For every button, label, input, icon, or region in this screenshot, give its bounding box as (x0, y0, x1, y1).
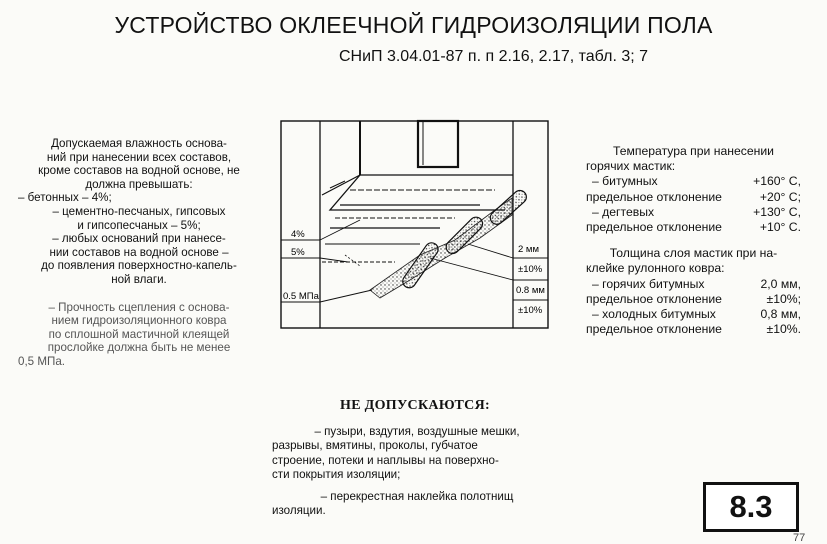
tolerance-label: ±10% (518, 264, 543, 275)
prohibited-line: строение, потеки и наплывы на поверхно- (272, 453, 499, 467)
moisture-item: – бетонных – 4%; (18, 191, 112, 205)
prohibited-list: – пузыри, вздутия, воздушные мешки, разр… (272, 425, 562, 518)
strength-label: 0.5 МПа (283, 291, 320, 302)
cold-dev-row: предельное отклонение ±10%. (586, 322, 801, 337)
strength-line: 0,5 МПа. (18, 354, 65, 368)
thickness-heading-line: Толщина слоя мастик при на- (609, 246, 778, 261)
moisture-item: – любых оснований при нанесе- (52, 232, 226, 246)
bitumen-dev-row: предельное отклонение +20° С; (586, 189, 801, 204)
moisture-5-label: 5% (291, 247, 305, 258)
temp-heading-line: Температура при нанесении (612, 144, 774, 158)
leader-lines (319, 219, 514, 303)
waterproofing-layers (322, 174, 505, 267)
prohibited-heading: НЕ ДОПУСКАЮТСЯ: (340, 398, 490, 413)
prohibited-line: сти покрытия изоляции; (272, 468, 401, 482)
moisture-line: кроме составов на водной основе, не (38, 164, 240, 178)
moisture-item: ной влаги. (111, 272, 167, 286)
hot-bitumen-row: – горячих битумных 2,0 мм, (592, 276, 801, 291)
page-title: УСТРОЙСТВО ОКЛЕЕЧНОЙ ГИДРОИЗОЛЯЦИИ ПОЛА (114, 12, 713, 38)
prohibited-line: разрывы, вмятины, проколы, губчатое (272, 439, 478, 453)
temperature-and-thickness: Температура при нанесении горячих мастик… (586, 144, 801, 337)
moisture-item: до появления поверхностно-капель- (41, 259, 237, 273)
moisture-line: Допускаемая влажность основа- (51, 137, 227, 150)
mastic-base-layer (369, 197, 513, 299)
hot-dev-row: предельное отклонение ±10%; (586, 291, 801, 306)
strength-line: прослойке должна быть не менее (47, 341, 231, 355)
prohibited-line: изоляции. (272, 504, 326, 518)
prohibited-line: – пузыри, вздутия, воздушные мешки, (314, 425, 520, 438)
moisture-item: и гипсопесчаных – 5%; (77, 218, 201, 232)
snip-reference: СНиП 3.04.01-87 п. п 2.16, 2.17, табл. 3… (338, 48, 649, 65)
tar-temp-row: – дегтевых +130° С, (592, 204, 801, 219)
prohibited-line: – перекрестная наклейка полотнищ (320, 489, 514, 503)
tar-dev-row: предельное отклонение +10° С. (586, 220, 801, 235)
section-number-badge: 8.3 (703, 482, 799, 532)
strength-line: по сплошной мастичной клеящей (48, 327, 230, 341)
thickness-heading-line: клейке рулонного ковра: (586, 261, 725, 276)
moisture-item: нии составов на водной основе – (49, 245, 229, 259)
thickness-2mm-label: 2 мм (518, 244, 539, 255)
strength-line: – Прочность сцепления с основа- (48, 300, 230, 314)
thickness-08mm-label: 0.8 мм (516, 285, 545, 296)
temp-heading-line: горячих мастик: (586, 159, 676, 174)
tolerance-label: ±10% (518, 305, 543, 316)
moisture-requirements: Допускаемая влажность основа- ний при на… (8, 137, 270, 369)
moisture-4-label: 4% (291, 229, 305, 240)
moisture-item: – цементно-песчаных, гипсовых (52, 204, 226, 218)
moisture-line: должна превышать: (85, 177, 193, 191)
diagram-frame (280, 120, 549, 329)
strength-line: нием гидроизоляционного ковра (51, 314, 227, 328)
bitumen-temp-row: – битумных +160° С, (592, 174, 801, 189)
rolled-carpet-rolls (402, 189, 527, 289)
wall-and-door (321, 119, 513, 196)
page-number: 77 (793, 532, 806, 544)
waterproofing-diagram: 4% 5% 0.5 МПа 2 мм ±10% 0.8 мм ±10% (280, 119, 549, 329)
moisture-line: ний при нанесении всех составов, (46, 150, 232, 164)
cold-bitumen-row: – холодных битумных 0,8 мм, (592, 307, 801, 322)
